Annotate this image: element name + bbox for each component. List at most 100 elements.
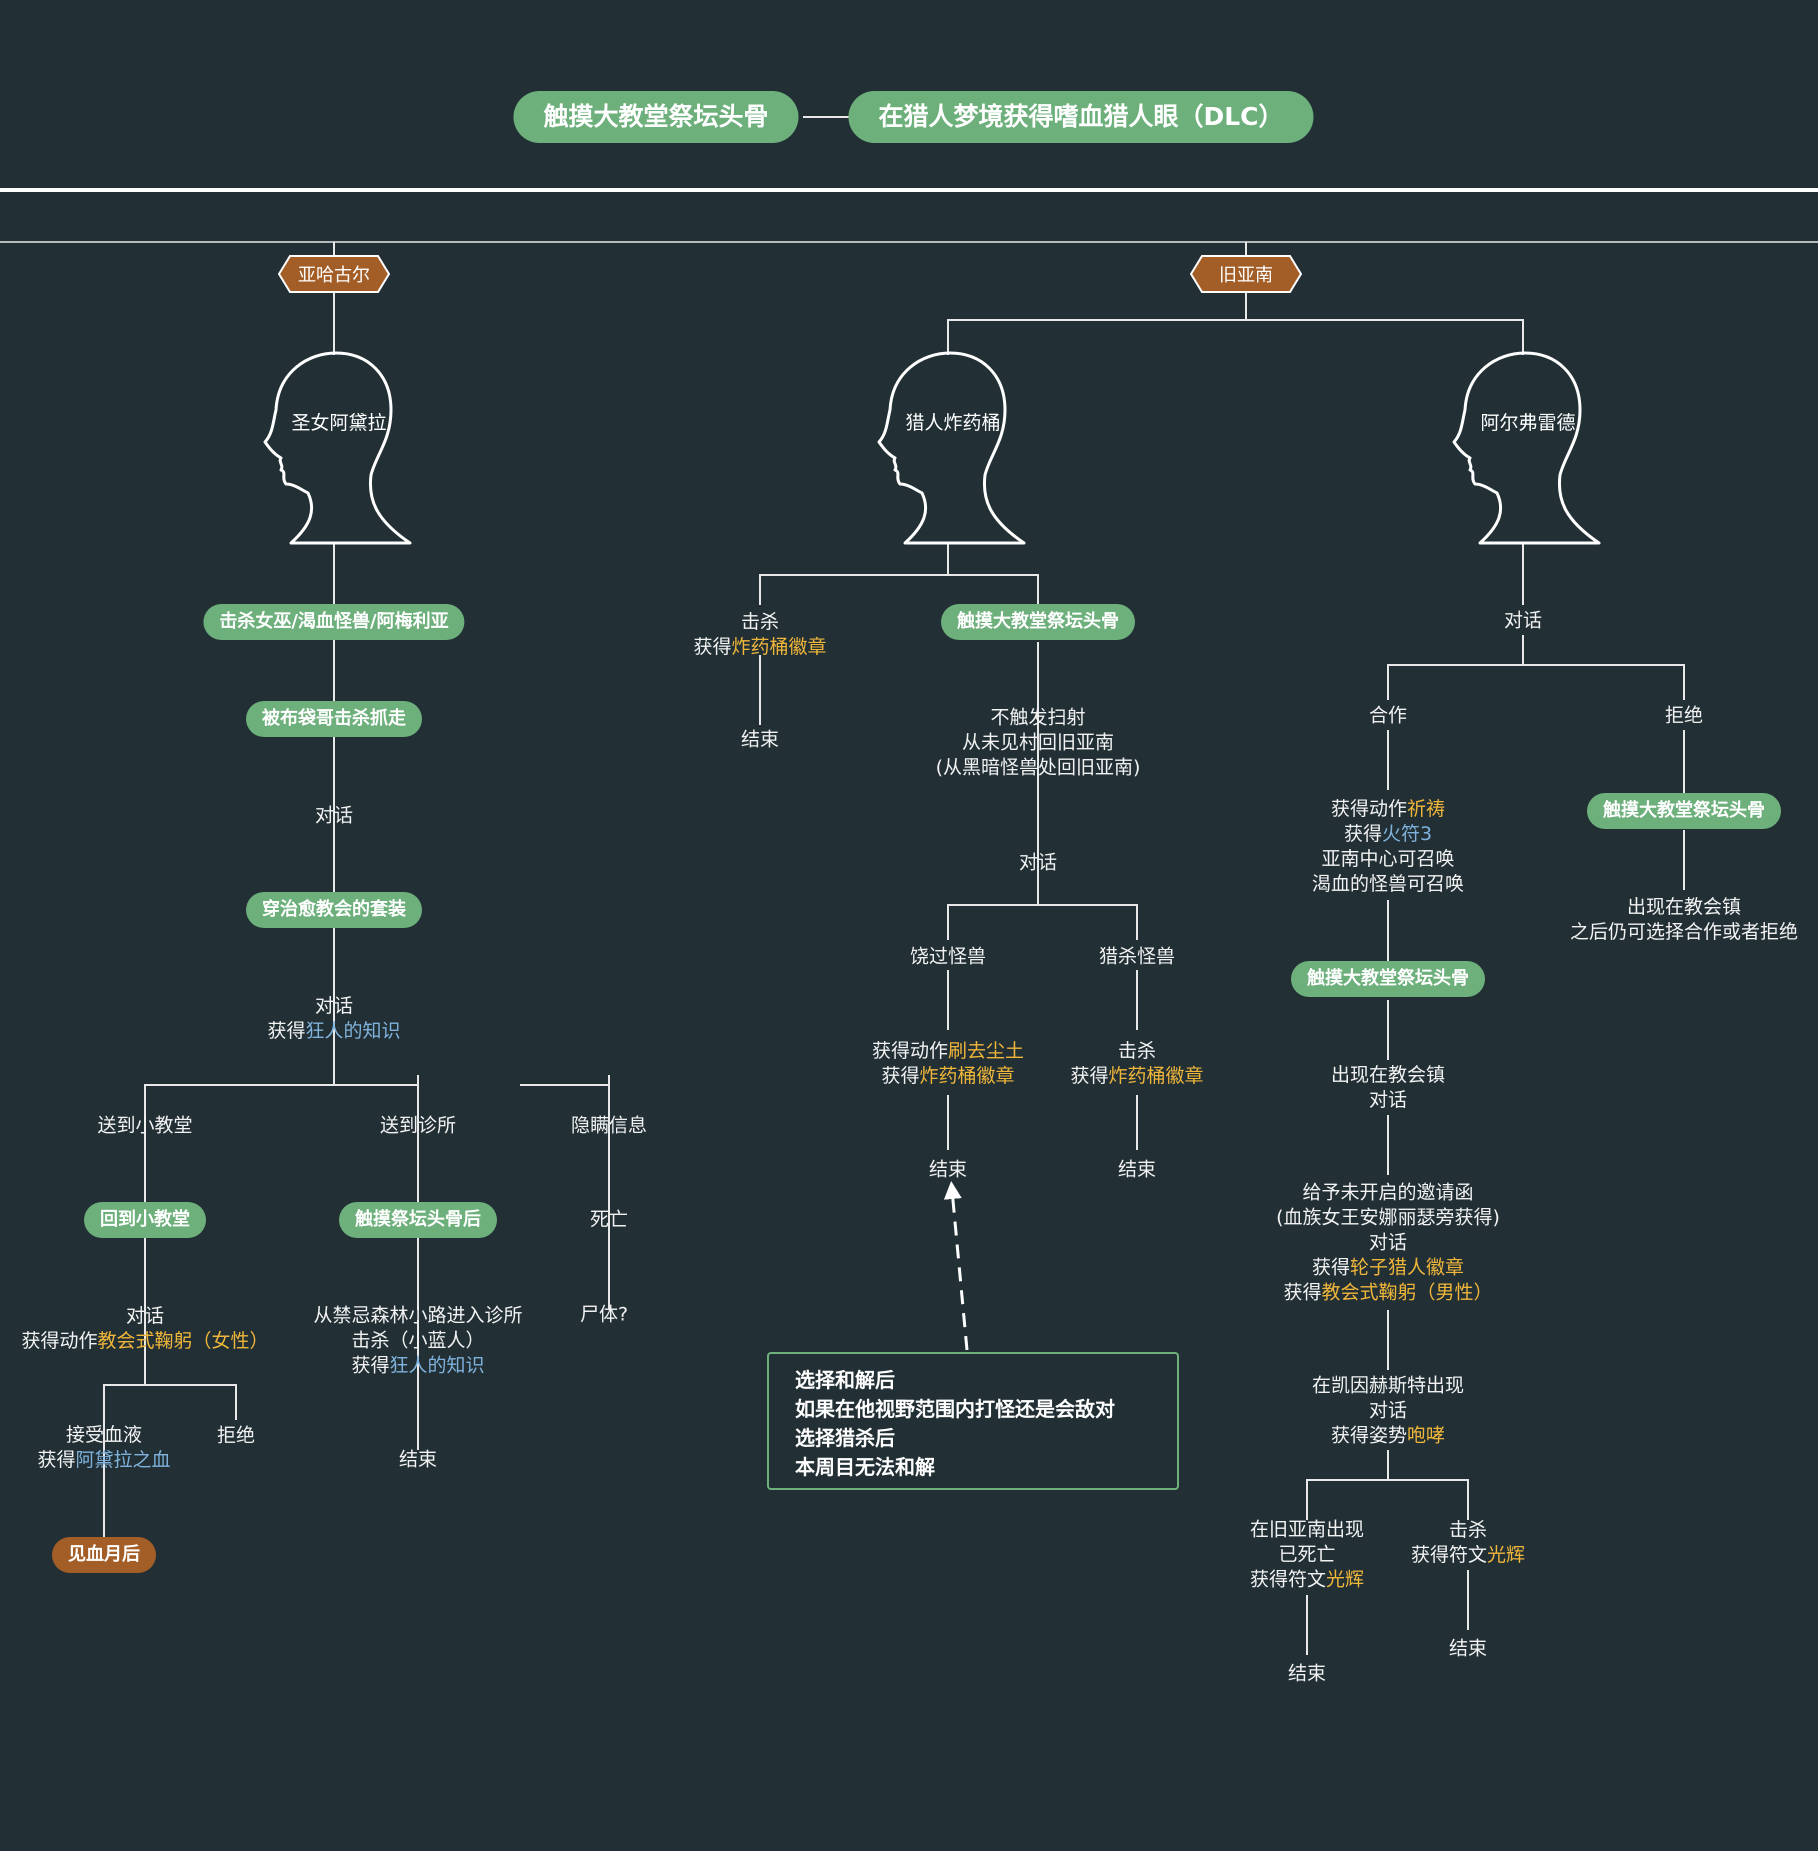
text-plain: 获得动作 xyxy=(21,1330,98,1352)
text-plain: 获得符文 xyxy=(1249,1568,1326,1591)
head-node-label: 猎人炸药桶 xyxy=(905,412,1001,434)
text-line: 击杀 xyxy=(1448,1519,1487,1541)
text-line: 接受血液 xyxy=(65,1424,142,1446)
text-plain: 获得符文 xyxy=(1410,1544,1487,1566)
text-line: 获得符文光辉 xyxy=(1411,1543,1525,1568)
text-plain: 获得 xyxy=(37,1449,76,1471)
text-line: 击杀 xyxy=(1117,1040,1156,1062)
text-line: 获得阿黛拉之血 xyxy=(37,1448,170,1473)
header-right-pill: 在猎人梦境获得嗜血猎人眼（DLC） xyxy=(848,91,1314,143)
text-line: 获得狂人的知识 xyxy=(313,1354,522,1379)
note-line: 本周目无法和解 xyxy=(795,1455,935,1479)
node-hunt-end: 结束 xyxy=(1117,1158,1157,1181)
text-plain: 获得 xyxy=(881,1065,920,1087)
text-line: 获得姿势咆哮 xyxy=(1312,1424,1464,1449)
item-highlight: 炸药桶徽章 xyxy=(731,636,827,658)
text-line: 渴血的怪兽可召唤 xyxy=(1311,873,1465,895)
head-silhouette-icon xyxy=(1452,351,1601,545)
text-plain: 获得动作 xyxy=(1330,798,1407,820)
head-node-label: 阿尔弗雷德 xyxy=(1480,412,1576,434)
text-line: 已死亡 xyxy=(1278,1543,1336,1566)
option-hunt-beasts: 猎杀怪兽 xyxy=(1098,945,1176,968)
node-alfred-kill-end: 结束 xyxy=(1448,1637,1488,1660)
node-coop-touch-skull: 触摸大教堂祭坛头骨 xyxy=(1291,961,1485,997)
text-line: 获得炸药桶徽章 xyxy=(872,1064,1024,1089)
head-silhouette-icon xyxy=(263,351,412,545)
text-plain: 获得 xyxy=(1343,823,1382,845)
node-kidnapped: 被布袋哥击杀抓走 xyxy=(246,701,422,737)
text-plain: 获得 xyxy=(693,636,732,658)
note-line: 如果在他视野范围内打怪还是会敌对 xyxy=(795,1397,1115,1421)
text-line: 对话 xyxy=(125,1305,164,1327)
item-highlight: 祈祷 xyxy=(1406,798,1446,820)
text-line: 不触发扫射 xyxy=(990,706,1086,729)
text-line: 对话 xyxy=(314,995,353,1017)
text-line: 对话 xyxy=(1368,1231,1408,1254)
item-highlight: 火符3 xyxy=(1381,823,1433,845)
option-refuse: 拒绝 xyxy=(1664,704,1704,727)
node-alfred-dead-end: 结束 xyxy=(1287,1662,1327,1685)
node-give-invitation: 给予未开启的邀请函 (血族女王安娜丽瑟旁获得) 对话 获得轮子猎人徽章 获得教会… xyxy=(1276,1181,1500,1306)
callout-note: 选择和解后 如果在他视野范围内打怪还是会敌对 选择猎杀后 本周目无法和解 xyxy=(767,1352,1179,1490)
text-line: 对话 xyxy=(1368,1399,1408,1422)
text-plain: 获得 xyxy=(1070,1065,1109,1087)
node-djura-kill-end: 结束 xyxy=(740,728,780,751)
text-line: 获得狂人的知识 xyxy=(267,1019,400,1044)
note-line: 选择猎杀后 xyxy=(795,1426,895,1450)
node-corpse: 尸体? xyxy=(579,1303,629,1326)
item-highlight: 教会式鞠躬（女性） xyxy=(97,1330,269,1352)
node-after-touch-skull: 触摸祭坛头骨后 xyxy=(339,1202,497,1238)
node-alfred-talk: 对话 xyxy=(1503,609,1543,632)
text-line: 出现在教会镇 xyxy=(1330,1064,1446,1086)
option-send-clinic: 送到诊所 xyxy=(379,1114,457,1137)
text-line: 出现在教会镇 xyxy=(1626,896,1742,918)
node-appear-cathedral-ward: 出现在教会镇 对话 xyxy=(1331,1063,1445,1113)
item-highlight: 刷去尘土 xyxy=(948,1040,1025,1062)
node-wear-healing-church-set: 穿治愈教会的套装 xyxy=(246,892,422,928)
node-talk: 对话 xyxy=(314,804,354,827)
head-node-adella: 圣女阿黛拉 xyxy=(256,350,416,550)
text-line: 击杀 xyxy=(740,611,779,633)
text-line: 获得动作刷去尘土 xyxy=(872,1039,1024,1064)
text-line: 从未见村回旧亚南 xyxy=(961,731,1115,754)
text-plain: 获得 xyxy=(1283,1281,1322,1304)
area-tag-yahargul: 亚哈古尔 xyxy=(278,255,390,293)
option-send-chapel: 送到小教堂 xyxy=(97,1114,193,1137)
node-clinic-reward: 从禁忌森林小路进入诊所 击杀（小蓝人） 获得狂人的知识 xyxy=(313,1304,522,1379)
text-line: 从禁忌森林小路进入诊所 xyxy=(313,1304,523,1327)
note-line: 选择和解后 xyxy=(795,1368,895,1392)
hexagon-shape xyxy=(278,255,390,293)
text-plain: 获得 xyxy=(351,1354,390,1377)
node-alfred-kill: 击杀 获得符文光辉 xyxy=(1411,1518,1525,1568)
text-line: (从黑暗怪兽处回旧亚南) xyxy=(935,756,1141,779)
text-line: 获得符文光辉 xyxy=(1250,1568,1364,1593)
text-line: 击杀（小蓝人） xyxy=(351,1329,485,1352)
node-clinic-end: 结束 xyxy=(398,1448,438,1471)
text-line: 获得炸药桶徽章 xyxy=(693,635,826,660)
node-hunt-reward: 击杀 获得炸药桶徽章 xyxy=(1070,1039,1203,1089)
item-highlight: 炸药桶徽章 xyxy=(919,1065,1015,1087)
node-refuse-outcome: 出现在教会镇 之后仍可选择合作或者拒绝 xyxy=(1570,895,1798,945)
option-hide-info: 隐瞒信息 xyxy=(570,1114,648,1137)
node-kill-bosses: 击杀女巫/渴血怪兽/阿梅利亚 xyxy=(203,604,465,640)
item-highlight: 炸药桶徽章 xyxy=(1108,1065,1204,1087)
text-line: 获得炸药桶徽章 xyxy=(1070,1064,1203,1089)
text-line: 在旧亚南出现 xyxy=(1249,1518,1364,1541)
text-plain: 获得动作 xyxy=(871,1040,948,1062)
text-line: 亚南中心可召唤 xyxy=(1321,848,1455,870)
text-line: 对话 xyxy=(1368,1089,1408,1111)
node-djura-kill: 击杀 获得炸药桶徽章 xyxy=(693,610,826,660)
node-refuse-blood: 拒绝 xyxy=(216,1424,256,1447)
head-node-alfred: 阿尔弗雷德 xyxy=(1445,350,1605,550)
text-line: 之后仍可选择合作或者拒绝 xyxy=(1569,921,1799,943)
area-tag-label: 亚哈古尔 xyxy=(298,265,370,286)
node-djura-conditions: 不触发扫射 从未见村回旧亚南 (从黑暗怪兽处回旧亚南) xyxy=(936,706,1141,781)
text-line: 获得火符3 xyxy=(1312,822,1464,847)
header-left-pill: 触摸大教堂祭坛头骨 xyxy=(513,91,799,143)
node-death: 死亡 xyxy=(589,1208,629,1231)
area-tag-label: 旧亚南 xyxy=(1219,265,1273,286)
node-chapel-reward: 对话 获得动作教会式鞠躬（女性） xyxy=(21,1304,268,1354)
item-highlight: 光辉 xyxy=(1487,1544,1526,1566)
